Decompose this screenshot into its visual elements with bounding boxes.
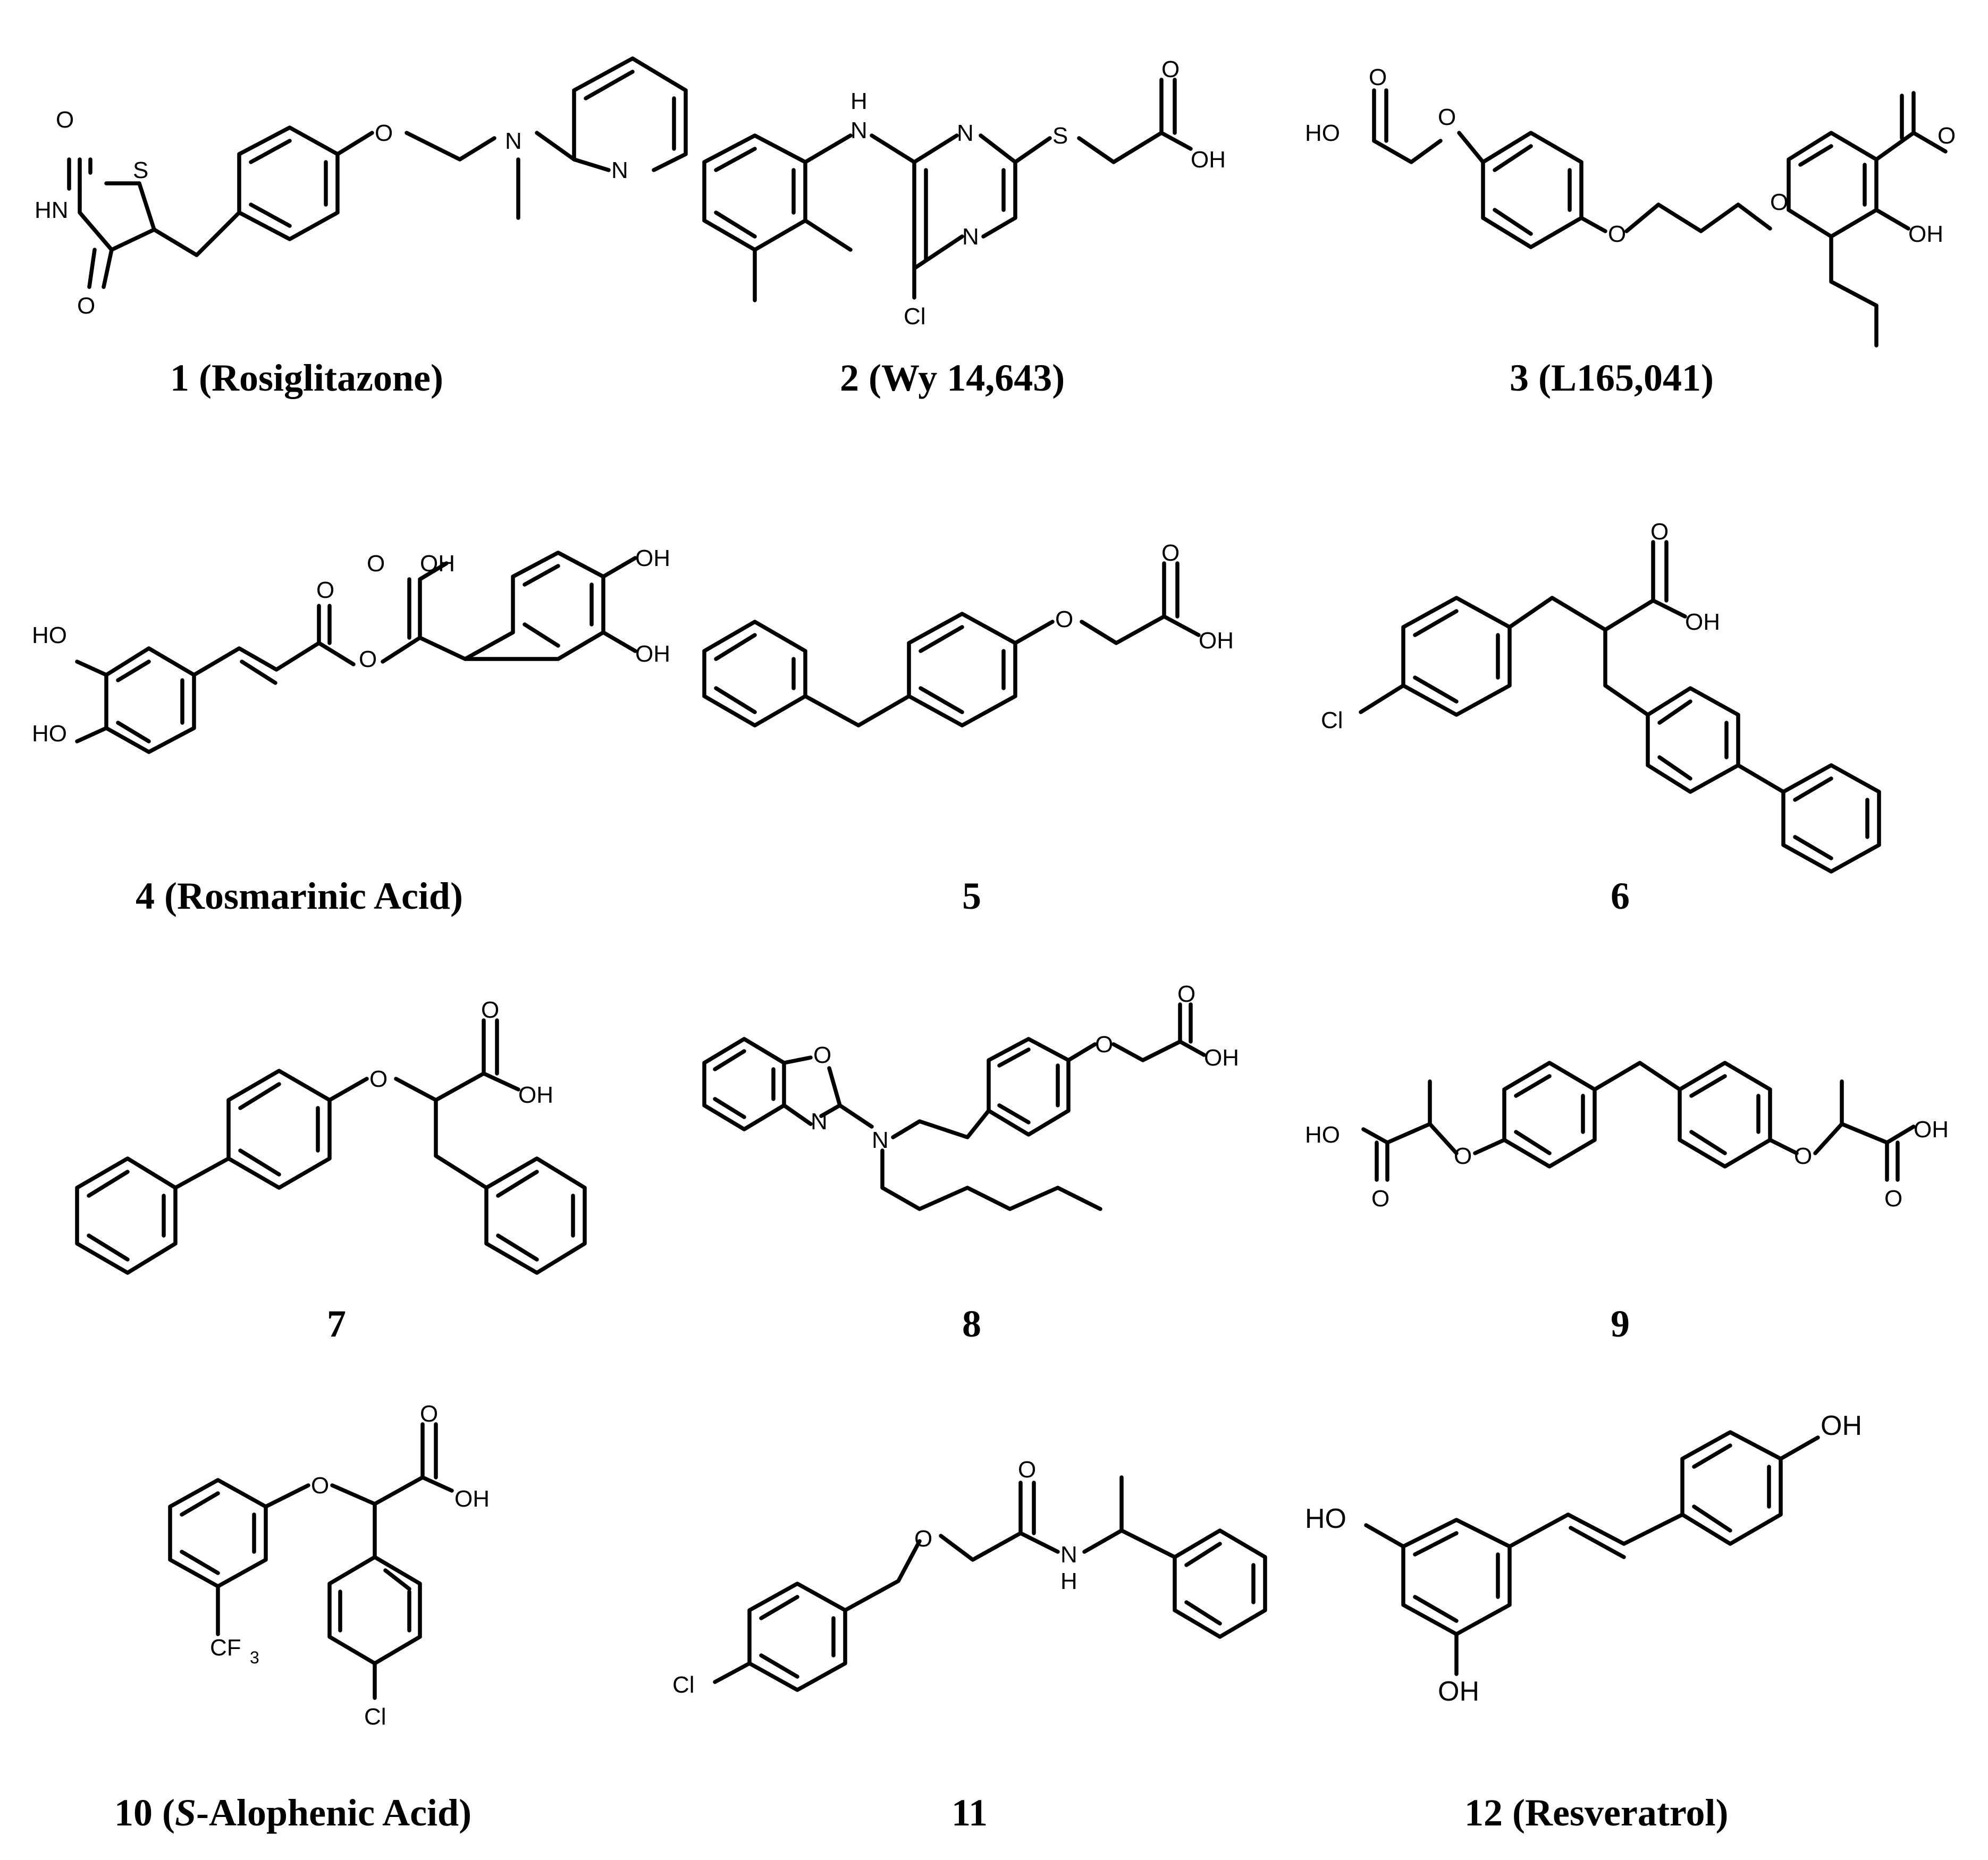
compound-8-atom-O-carbonyl: O: [1177, 981, 1195, 1007]
compound-11-atom-N: N: [1060, 1542, 1077, 1568]
compound-3-structure: O HO O O O O OH 3 (L165,041): [1305, 64, 1956, 399]
compound-4-atom-O-acid: O: [367, 551, 385, 577]
compound-2-atom-N-amine: N: [850, 117, 867, 143]
compound-9-caption: 9: [1611, 1303, 1630, 1345]
compound-10-caption-italic: S: [175, 1791, 196, 1834]
compound-1-atom-N-pyridine: N: [611, 157, 628, 183]
compound-6-atom-O: O: [1650, 519, 1669, 545]
compound-3-atom-O-carbonyl-1: O: [1369, 64, 1387, 90]
compound-3-atom-O-ether-3: O: [1770, 189, 1788, 215]
compound-1-atom-NH: HN: [35, 197, 69, 223]
compound-9-structure: HO O O O O OH 9: [1305, 1061, 1949, 1345]
compound-5-atom-OH: OH: [1199, 628, 1234, 654]
compound-12-atom-OH-bottom: OH: [1438, 1676, 1479, 1707]
compound-10-caption-suffix: -Alophenic Acid): [196, 1791, 471, 1834]
compound-10-atom-F-subscript: 3: [250, 1648, 259, 1667]
compound-6-caption: 6: [1611, 875, 1630, 917]
compound-4-atom-OH-ring-1: OH: [635, 545, 670, 571]
compound-5-caption: 5: [962, 875, 981, 917]
compound-4-atom-O-carbonyl: O: [316, 577, 334, 603]
compound-2-atom-N-ring-2: N: [962, 224, 979, 250]
compound-2-atom-N-ring-1: N: [957, 120, 974, 146]
compound-8-atom-O-ring: O: [813, 1042, 831, 1068]
compound-10-atom-O-carbonyl: O: [420, 1401, 438, 1427]
compound-4-atom-HO-2: HO: [32, 721, 67, 747]
compound-7-atom-O-ether: O: [369, 1066, 388, 1092]
compound-1-atom-O-bottom: O: [77, 293, 95, 319]
compound-2-atom-H: H: [850, 88, 867, 114]
compound-12-atom-HO-left: HO: [1305, 1503, 1346, 1534]
compound-10-structure: O O OH CF 3 Cl 10 (S-Alophenic Acid): [114, 1401, 490, 1834]
compound-7-atom-O-carbonyl: O: [481, 997, 499, 1023]
compound-9-atom-O-carbonyl-1: O: [1371, 1186, 1389, 1212]
compound-9-atom-HO: HO: [1305, 1122, 1340, 1148]
compound-4-atom-OH-ring-2: OH: [635, 641, 670, 667]
compound-3-atom-O-carbonyl-2: O: [1938, 123, 1956, 149]
compound-10-caption-prefix: 10 (: [114, 1791, 175, 1834]
compound-8-atom-N-amine: N: [872, 1127, 889, 1153]
compound-12-structure: OH HO OH 12 (Resveratrol): [1305, 1410, 1862, 1834]
compound-12-caption: 12 (Resveratrol): [1464, 1791, 1728, 1834]
compound-4-structure: O OH OH OH HO HO O O 4 (Rosmarinic Acid): [32, 545, 670, 917]
compound-8-atom-OH: OH: [1204, 1045, 1239, 1071]
compound-7-structure: O O OH 7: [75, 997, 587, 1345]
compound-9-atom-O-carbonyl-2: O: [1884, 1186, 1902, 1212]
compound-10-atom-Cl: Cl: [364, 1704, 386, 1730]
compound-4-atom-OH-acid: OH: [420, 551, 455, 577]
compound-1-atom-O-ether: O: [375, 120, 393, 146]
compound-7-atom-OH: OH: [518, 1082, 553, 1108]
compound-1-atom-S: S: [133, 157, 148, 183]
compound-2-atom-O: O: [1161, 56, 1180, 82]
compound-12-atom-OH-top: OH: [1821, 1410, 1862, 1441]
compound-3-atom-HO: HO: [1305, 120, 1340, 146]
compound-3-caption: 3 (L165,041): [1510, 357, 1714, 399]
compound-5-atom-O-carbonyl: O: [1161, 540, 1180, 566]
compound-2-atom-OH: OH: [1191, 147, 1226, 173]
compound-11-structure: O O N H Cl 11: [672, 1457, 1267, 1834]
compound-1-structure: O S HN O O N N 1 (Rosiglitazone): [35, 56, 688, 399]
compound-6-atom-Cl: Cl: [1321, 707, 1343, 733]
compound-8-atom-O-ether: O: [1095, 1032, 1113, 1058]
compound-3-atom-O-ether-1: O: [1438, 104, 1456, 130]
compound-8-atom-N-ring: N: [811, 1109, 828, 1135]
compound-2-structure: H N N S O OH N Cl 2 (Wy 14,643): [702, 56, 1226, 399]
compound-11-atom-O-carbonyl: O: [1018, 1457, 1036, 1483]
compound-1-atom-O-top: O: [56, 107, 74, 133]
compound-5-atom-O-ether: O: [1055, 606, 1073, 632]
compound-1-caption: 1 (Rosiglitazone): [170, 357, 443, 399]
compound-3-atom-OH: OH: [1908, 221, 1943, 247]
compound-11-atom-O-ether: O: [914, 1526, 932, 1552]
compound-9-atom-OH: OH: [1914, 1117, 1949, 1143]
compound-2-atom-S: S: [1052, 123, 1068, 149]
compound-2-atom-Cl: Cl: [904, 303, 926, 329]
compound-1-atom-N-amine: N: [505, 128, 522, 154]
compound-3-atom-O-ether-2: O: [1608, 221, 1626, 247]
compound-2-caption: 2 (Wy 14,643): [840, 357, 1065, 399]
compound-10-atom-OH: OH: [454, 1486, 490, 1512]
compound-11-atom-H: H: [1060, 1568, 1077, 1594]
compound-6-atom-OH: OH: [1685, 609, 1720, 635]
compound-5-structure: O O OH 5: [702, 540, 1234, 917]
compound-6-structure: O OH Cl 6: [1321, 519, 1881, 917]
compound-10-atom-CF: CF: [210, 1635, 241, 1661]
compound-10-atom-O-ether: O: [311, 1473, 329, 1499]
compound-11-atom-Cl: Cl: [672, 1672, 695, 1698]
compound-4-atom-O-ester: O: [359, 646, 377, 672]
compound-7-caption: 7: [327, 1303, 346, 1345]
compound-4-caption: 4 (Rosmarinic Acid): [136, 875, 463, 917]
compound-9-atom-O-ether-1: O: [1454, 1143, 1472, 1169]
compound-10-caption: 10 (S-Alophenic Acid): [114, 1791, 471, 1834]
compound-8-caption: 8: [962, 1303, 981, 1345]
compound-9-atom-O-ether-2: O: [1794, 1143, 1812, 1169]
compound-8-structure: O N N O O OH 8: [702, 981, 1239, 1345]
compound-11-caption: 11: [951, 1791, 988, 1834]
compound-4-atom-HO-1: HO: [32, 622, 67, 648]
